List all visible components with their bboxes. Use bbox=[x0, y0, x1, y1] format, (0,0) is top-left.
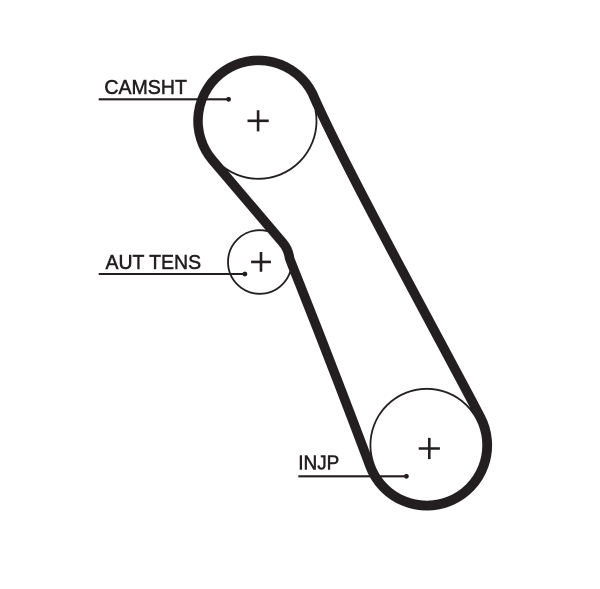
svg-text:INJP: INJP bbox=[298, 452, 339, 474]
svg-text:CAMSHT: CAMSHT bbox=[104, 77, 186, 99]
svg-text:AUT TENS: AUT TENS bbox=[106, 252, 202, 274]
